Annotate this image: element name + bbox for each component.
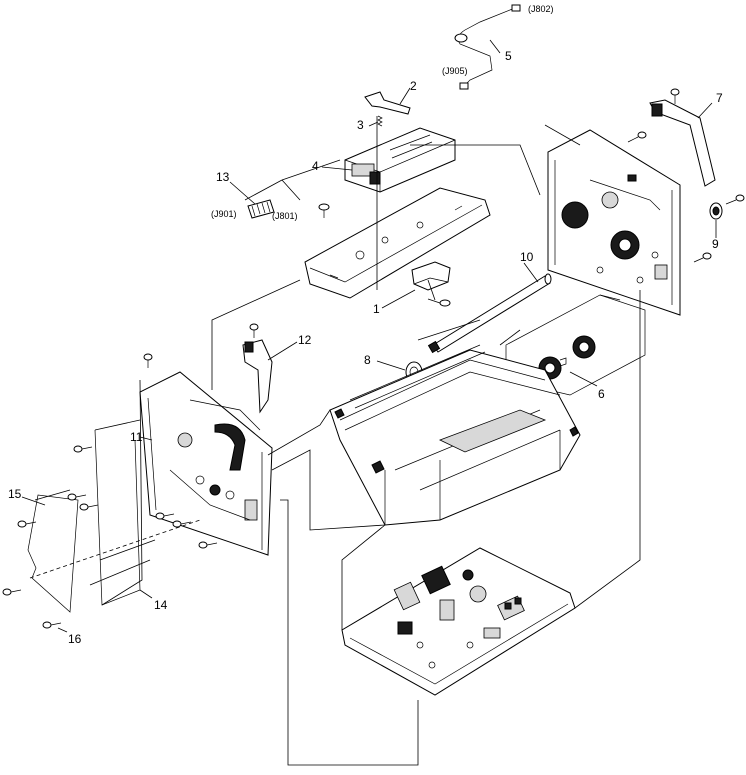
upper-bracket-plate [304,187,491,299]
callout-9: 9 [712,237,719,251]
part-7-cover-bracket [649,99,716,187]
part-15-plate [27,494,79,613]
part-13-connector [247,199,275,219]
part-10-roller [427,273,552,354]
callout-14: 14 [154,598,168,612]
screw [627,88,745,263]
callout-7: 7 [716,91,723,105]
callout-15: 15 [8,487,22,501]
connector-label-j905: (J905) [442,66,468,76]
callout-16: 16 [68,632,82,646]
leader-lines [21,39,717,766]
callout-4: 4 [312,159,319,173]
callout-1: 1 [373,302,380,316]
part-12-lever [242,323,273,414]
part-4-sensor-assembly [344,127,456,193]
connector-label-j802: (J802) [528,4,554,14]
screws-left [2,353,218,629]
part-9-gear [709,202,723,220]
main-chassis [329,344,581,526]
callout-12: 12 [298,333,312,347]
part-2-sensor-arm [364,91,411,115]
callout-10: 10 [520,250,534,264]
callout-3: 3 [357,118,364,132]
left-side-plate [139,371,273,556]
callout-8: 8 [364,353,371,367]
power-supply-board [341,547,576,696]
callout-13: 13 [216,170,230,184]
part-1-bracket [411,261,451,291]
part-14-plate [94,429,141,606]
callout-6: 6 [598,387,605,401]
callout-2: 2 [410,79,417,93]
screw [427,298,451,307]
part-3-spring [377,115,383,127]
screw [318,203,330,218]
connector-label-j801: (J801) [272,211,298,221]
right-side-plate [547,129,681,316]
connector-label-j901: (J901) [211,209,237,219]
part-5-cable-harness [454,4,521,90]
callout-5: 5 [505,49,512,63]
callout-11: 11 [130,430,143,444]
